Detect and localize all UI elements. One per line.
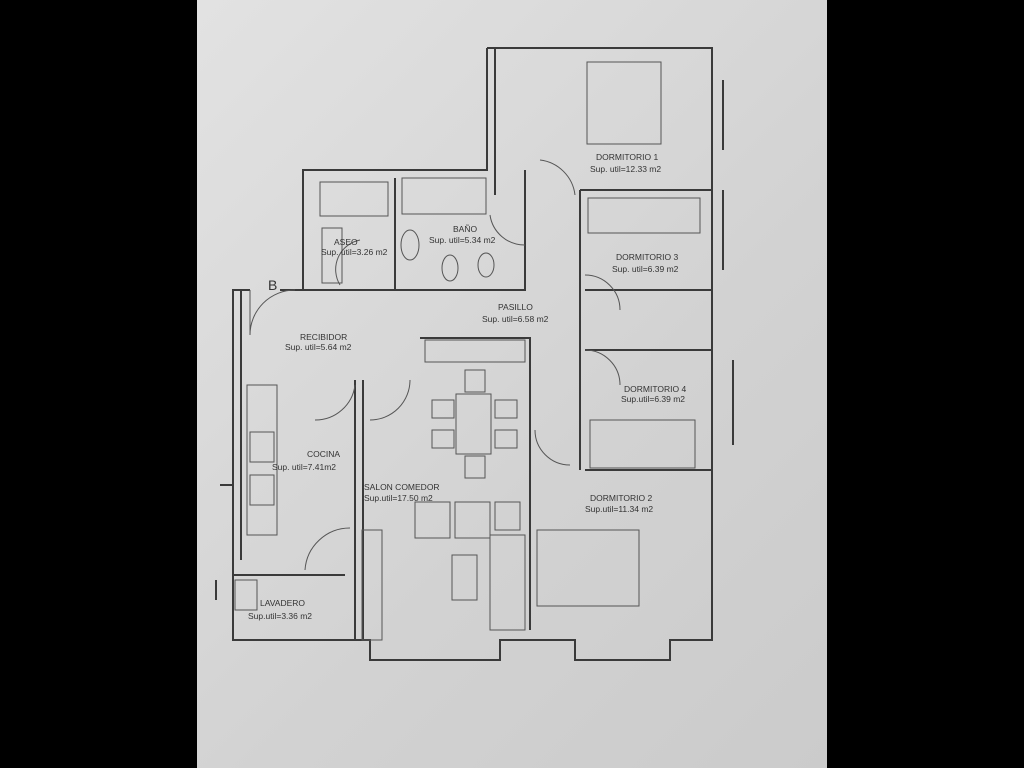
- bed-icon: [587, 197, 701, 234]
- dining-table-icon: [455, 393, 492, 455]
- chair-icon: [494, 399, 518, 419]
- room-area: Sup. util=6.58 m2: [482, 314, 549, 324]
- furniture: [234, 61, 701, 641]
- room-area: Sup.util=3.36 m2: [248, 611, 312, 621]
- room-name: ASEO: [334, 237, 358, 247]
- bed-icon: [589, 419, 696, 469]
- room-name: DORMITORIO 3: [616, 252, 678, 262]
- sofa-icon: [489, 534, 526, 631]
- room-area: Sup. util=7.41m2: [272, 462, 336, 472]
- room-name: BAÑO: [453, 224, 477, 234]
- armchair-icon: [414, 501, 451, 539]
- room-area: Sup. util=3.26 m2: [321, 247, 388, 257]
- room-area: Sup. util=5.64 m2: [285, 342, 352, 352]
- toilet-icon: [477, 252, 495, 278]
- room-area: Sup.util=17.50 m2: [364, 493, 433, 503]
- room-name: RECIBIDOR: [300, 332, 347, 342]
- armchair-icon: [454, 501, 491, 539]
- walls: [215, 47, 734, 661]
- bed-icon: [586, 61, 662, 145]
- section-letter: B: [268, 277, 277, 293]
- side-table-icon: [494, 501, 521, 531]
- tv-cabinet-icon: [361, 529, 383, 641]
- cabinet-icon: [424, 339, 526, 363]
- kitchen-sink-icon: [249, 474, 275, 506]
- bed-icon: [536, 529, 640, 607]
- room-area: Sup. util=12.33 m2: [590, 164, 661, 174]
- room-name: DORMITORIO 4: [624, 384, 686, 394]
- room-name: COCINA: [307, 449, 340, 459]
- bidet-icon: [441, 254, 459, 282]
- room-area: Sup.util=6.39 m2: [621, 394, 685, 404]
- room-name: DORMITORIO 2: [590, 493, 652, 503]
- kitchen-counter-icon: [246, 384, 278, 536]
- room-name: PASILLO: [498, 302, 533, 312]
- chair-icon: [494, 429, 518, 449]
- chair-icon: [464, 369, 486, 393]
- room-name: SALON COMEDOR: [364, 482, 440, 492]
- bathtub-icon: [319, 181, 389, 217]
- coffee-table-icon: [451, 554, 478, 601]
- room-labels: DORMITORIO 1 Sup. util=12.33 m2 ASEO Sup…: [248, 152, 686, 621]
- room-name: LAVADERO: [260, 598, 305, 608]
- chair-icon: [431, 399, 455, 419]
- doors: [249, 159, 621, 571]
- room-name: DORMITORIO 1: [596, 152, 658, 162]
- room-area: Sup.util=11.34 m2: [585, 504, 653, 514]
- chair-icon: [464, 455, 486, 479]
- room-area: Sup. util=5.34 m2: [429, 235, 496, 245]
- bathtub-icon: [401, 177, 487, 215]
- sink-icon: [321, 227, 343, 284]
- room-area: Sup. util=6.39 m2: [612, 264, 679, 274]
- sink-icon: [400, 229, 420, 261]
- stove-icon: [249, 431, 275, 463]
- chair-icon: [431, 429, 455, 449]
- washing-machine-icon: [234, 579, 258, 611]
